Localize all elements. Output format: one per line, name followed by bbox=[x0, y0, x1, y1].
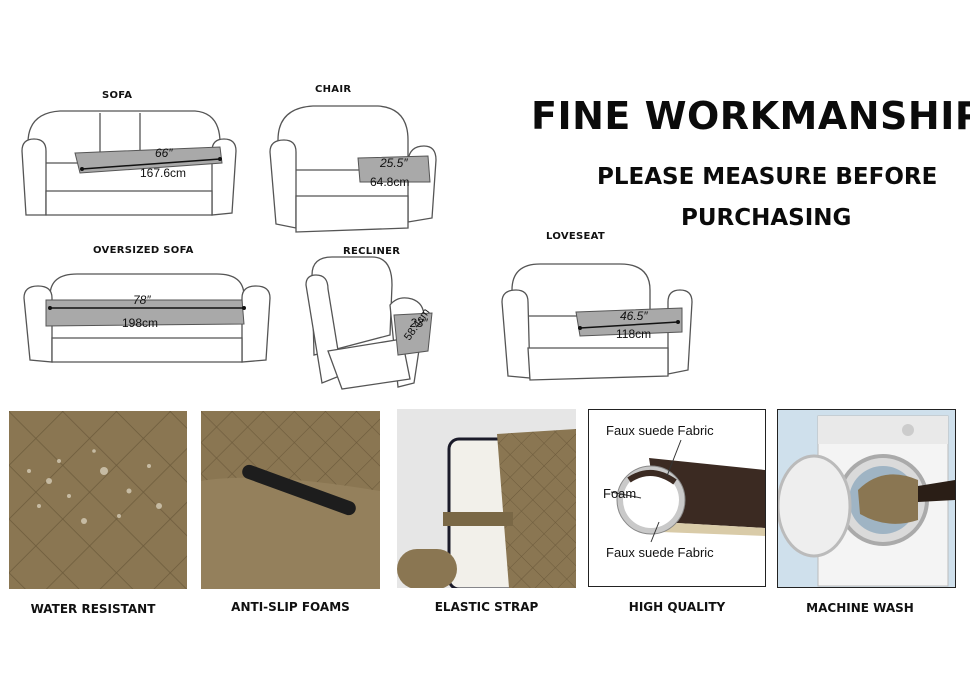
recliner-label: RECLINER bbox=[343, 246, 401, 257]
quality-top-label: Faux suede Fabric bbox=[606, 423, 714, 438]
headline-line-2: PURCHASING bbox=[681, 205, 852, 231]
chair-cm: 64.8cm bbox=[370, 175, 410, 189]
loveseat-inch: 46.5″ bbox=[620, 309, 648, 323]
feature-label-water-resistant: WATER RESISTANT bbox=[30, 602, 156, 616]
oversized-sofa-cm: 198cm bbox=[122, 316, 159, 330]
oversized-sofa-arrow bbox=[48, 306, 246, 310]
chair-label: CHAIR bbox=[315, 84, 352, 95]
feature-label-elastic-strap: ELASTIC STRAP bbox=[434, 600, 539, 614]
oversized-sofa-drawing bbox=[23, 273, 271, 363]
headline-title: FINE WORKMANSHIP bbox=[531, 94, 970, 138]
recliner-drawing bbox=[305, 256, 433, 390]
sofa-cm: 167.6cm bbox=[140, 166, 187, 180]
feature-label-anti-slip-foams: ANTI-SLIP FOAMS bbox=[231, 600, 350, 614]
elastic-strap-image bbox=[397, 409, 576, 588]
chair-drawing bbox=[269, 105, 437, 233]
recliner-inch: 23″ bbox=[410, 316, 428, 330]
oversized-sofa-label: OVERSIZED SOFA bbox=[93, 245, 194, 256]
sofa-inch: 66″ bbox=[155, 146, 173, 160]
water-resistant-image bbox=[9, 411, 187, 589]
oversized-sofa-inch: 78″ bbox=[133, 293, 151, 307]
headline-line-1: PLEASE MEASURE BEFORE bbox=[597, 164, 938, 190]
feature-label-high-quality: HIGH QUALITY bbox=[628, 600, 726, 614]
machine-wash-image bbox=[777, 409, 956, 588]
feature-label-machine-wash: MACHINE WASH bbox=[806, 601, 914, 615]
high-quality-image: Faux suede Fabric Foam Faux suede Fabric bbox=[588, 409, 766, 587]
quality-middle-label: Foam bbox=[603, 486, 637, 501]
sofa-label: SOFA bbox=[102, 90, 133, 101]
loveseat-drawing bbox=[501, 263, 693, 381]
loveseat-label: LOVESEAT bbox=[546, 231, 606, 242]
loveseat-arrow bbox=[578, 320, 680, 330]
loveseat-cm: 118cm bbox=[616, 327, 652, 341]
sofa-measure-arrow bbox=[80, 157, 222, 171]
anti-slip-foams-image bbox=[201, 411, 380, 589]
chair-inch: 25.5″ bbox=[380, 156, 408, 170]
quality-bottom-label: Faux suede Fabric bbox=[606, 545, 714, 560]
